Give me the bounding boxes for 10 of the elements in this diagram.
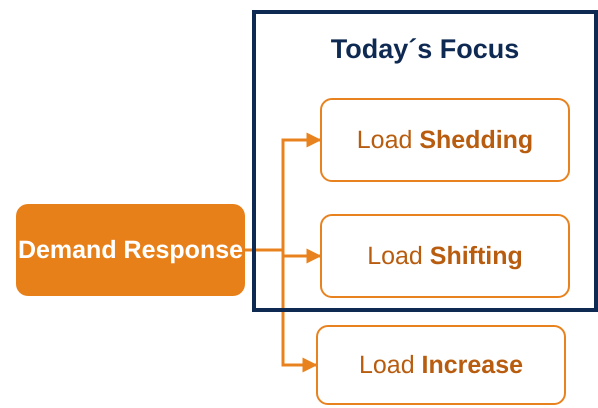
node-label: Load Shifting <box>367 242 523 270</box>
demand-response-box <box>16 204 245 296</box>
load-option-box <box>316 325 566 405</box>
frame-heading: Today´s Focus <box>330 34 520 65</box>
focus-frame <box>252 10 598 312</box>
node-label: Demand Response <box>18 234 244 266</box>
node-label: Load Shedding <box>356 126 534 154</box>
load-option-box <box>320 98 570 182</box>
node-label: Load Increase <box>358 350 524 380</box>
load-option-box <box>320 214 570 298</box>
